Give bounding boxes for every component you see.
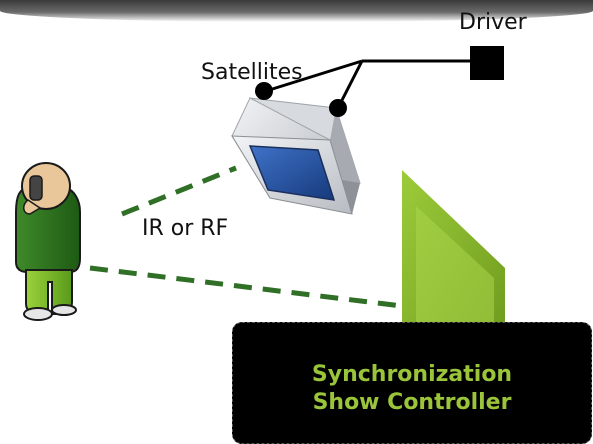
driver-box-icon (470, 46, 504, 80)
controller-line-1: Synchronization (311, 362, 513, 387)
person-with-phone-icon (15, 162, 81, 321)
satellite-dot-1 (255, 82, 273, 100)
top-bar (0, 0, 593, 22)
show-controller-title: Synchronization Show Controller (233, 361, 591, 417)
satellite-dot-2 (329, 99, 347, 117)
monitor-icon (231, 97, 361, 215)
driver-label: Driver (459, 10, 527, 35)
green-screen-panel (402, 170, 505, 344)
satellites-label: Satellites (201, 60, 303, 85)
ir-rf-label: IR or RF (142, 216, 229, 241)
ir-rf-signal-line (121, 165, 237, 217)
controller-line-2: Show Controller (312, 390, 512, 415)
show-signal-line (89, 265, 403, 309)
show-controller-box: Synchronization Show Controller (232, 322, 592, 444)
